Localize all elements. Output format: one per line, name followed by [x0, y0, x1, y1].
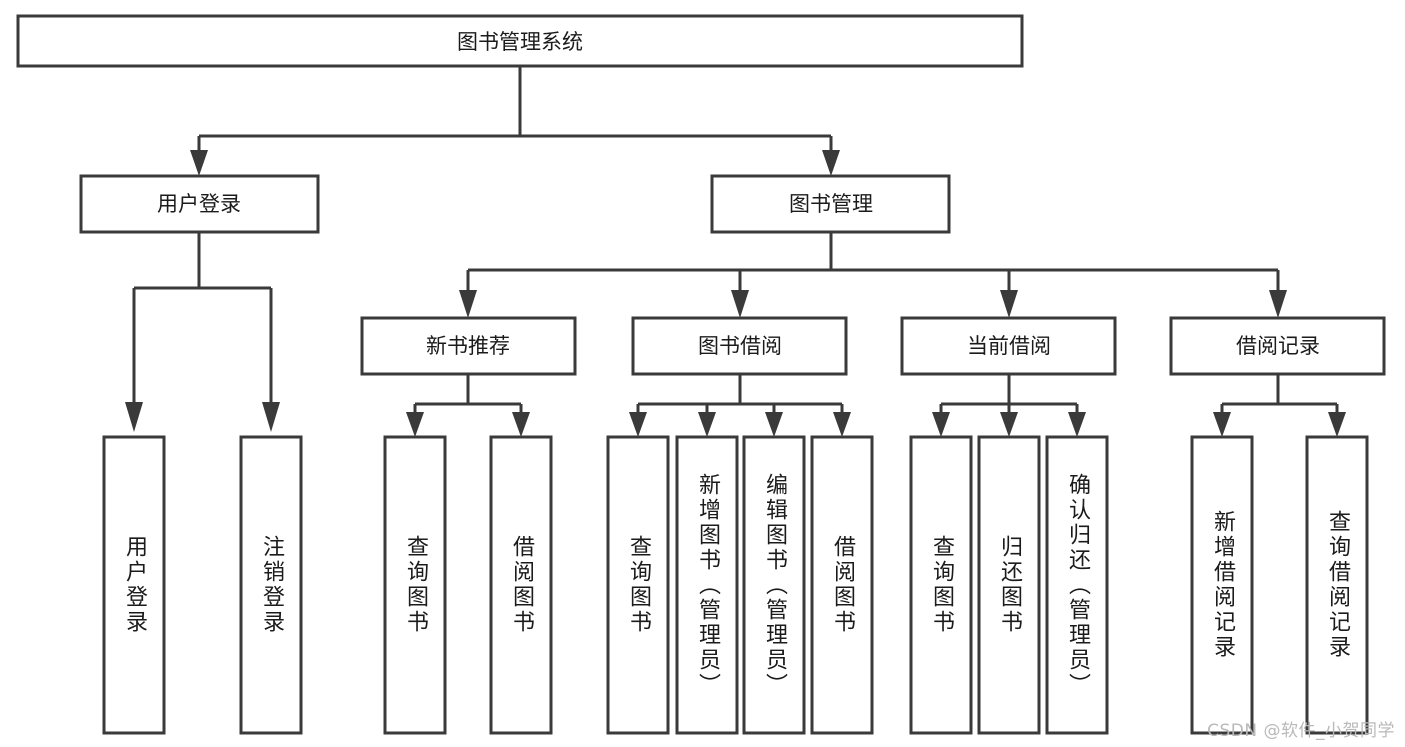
leaf-box-borrow-1[interactable] [606, 435, 670, 735]
arrow-head-leaf-borrow-1 [629, 412, 647, 437]
leaf-box-user-login-2[interactable] [239, 435, 303, 735]
arrow-head-bookmanage [822, 150, 840, 176]
csdn-watermark: CSDN @软件_小贺同学 [1207, 721, 1395, 741]
leaf-box-record-1[interactable] [1190, 435, 1254, 735]
leaf-box-current-1[interactable] [909, 435, 973, 735]
arrow-head-leaf-user-login-1 [125, 402, 143, 432]
node-user-login-box[interactable] [79, 174, 320, 234]
node-new-book-recommend-box[interactable] [360, 316, 577, 376]
node-user-login-label: 用户登录 [157, 192, 241, 216]
node-current-borrow[interactable]: 当前借阅 [900, 316, 1117, 376]
node-book-borrow-box[interactable] [631, 316, 848, 376]
leaf-box-layer [102, 435, 1369, 735]
arrow-head-bookborrow [731, 290, 749, 318]
node-book-borrow[interactable]: 图书借阅 [631, 316, 848, 376]
leaf-box-current-2[interactable] [977, 435, 1041, 735]
arrow-head-leaf-borrow-3 [765, 412, 783, 437]
node-user-login[interactable]: 用户登录 [79, 174, 320, 234]
node-book-manage-box[interactable] [710, 174, 951, 234]
arrow-head-leaf-user-login-2 [262, 402, 280, 432]
node-current-borrow-label: 当前借阅 [967, 334, 1051, 358]
node-borrow-record-label: 借阅记录 [1236, 334, 1320, 358]
arrow-head-leaf-current-3 [1068, 412, 1086, 437]
node-root-label: 图书管理系统 [457, 30, 583, 54]
arrow-head-borrowrecord [1269, 290, 1287, 318]
leaf-box-user-login-1[interactable] [102, 435, 166, 735]
arrow-head-leaf-current-2 [1000, 412, 1018, 437]
arrow-head-leaf-record-2 [1328, 412, 1346, 437]
arrow-head-leaf-borrow-4 [833, 412, 851, 437]
leaf-box-newrec-1[interactable] [383, 435, 447, 735]
node-new-book-recommend-label: 新书推荐 [426, 334, 510, 358]
leaf-box-borrow-3[interactable] [742, 435, 806, 735]
leaf-box-borrow-4[interactable] [810, 435, 874, 735]
node-new-book-recommend[interactable]: 新书推荐 [360, 316, 577, 376]
node-book-borrow-label: 图书借阅 [698, 334, 782, 358]
arrow-head-leaf-record-1 [1213, 412, 1231, 437]
arrow-head-userlogin [190, 150, 208, 176]
node-root[interactable]: 图书管理系统 [16, 14, 1024, 68]
arrow-head-leaf-current-1 [932, 412, 950, 437]
arrow-head-leaf-newrec-1 [406, 412, 424, 437]
leaf-box-newrec-2[interactable] [489, 435, 553, 735]
arrow-head-newbook [459, 290, 477, 318]
arrow-head-currentborrow [1000, 290, 1018, 318]
node-root-box[interactable] [16, 14, 1024, 68]
node-book-manage-label: 图书管理 [789, 192, 873, 216]
node-borrow-record-box[interactable] [1169, 316, 1386, 376]
arrow-head-leaf-borrow-2 [698, 412, 716, 437]
connector-layer [125, 66, 1346, 437]
leaf-box-borrow-2[interactable] [675, 435, 739, 735]
node-borrow-record[interactable]: 借阅记录 [1169, 316, 1386, 376]
node-current-borrow-box[interactable] [900, 316, 1117, 376]
arrow-head-leaf-newrec-2 [512, 412, 530, 437]
node-book-manage[interactable]: 图书管理 [710, 174, 951, 234]
leaf-box-current-3[interactable] [1045, 435, 1109, 735]
leaf-box-record-2[interactable] [1305, 435, 1369, 735]
